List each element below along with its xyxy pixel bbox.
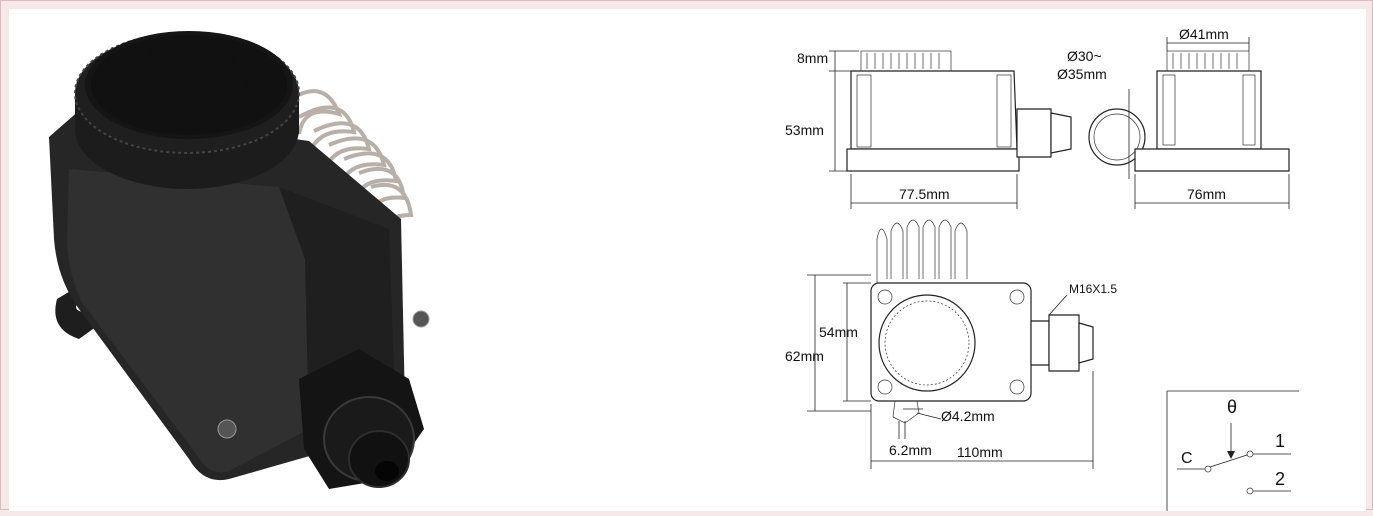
switch-schematic: θ C 1 2 [1166, 390, 1299, 511]
temperature-knob [74, 31, 300, 189]
dial-number: 30 [222, 53, 238, 69]
dial-number: 20 [242, 97, 256, 111]
contact-1-label: 1 [1275, 431, 1285, 451]
dial-scale: 40 35 30 25 20 15 10 1 [113, 41, 257, 133]
dial-number: 15 [195, 116, 212, 133]
end-view-drawing: Ø41mm 76mm [1134, 26, 1290, 209]
body-height-label: 53mm [785, 122, 824, 138]
dial-number: 1 [113, 91, 126, 102]
dial-number: 10 [154, 114, 170, 129]
capillary-coil [282, 89, 414, 238]
knob-diameter-label: Ø41mm [1179, 26, 1229, 42]
hole-offset-label: 6.2mm [889, 442, 932, 458]
side-view-drawing: 8mm 53mm 77.5mm [785, 50, 1072, 209]
temperature-symbol: θ [1227, 397, 1237, 417]
dial-number: 40 [145, 46, 161, 62]
thermostat-photo: 40 35 30 25 20 15 10 1 [49, 31, 430, 489]
knob-height-label: 8mm [797, 50, 828, 66]
contact-2-label: 2 [1275, 469, 1285, 489]
total-length-label: 110mm [957, 444, 1003, 460]
cable-gland [299, 349, 424, 489]
hole-diameter-label: Ø4.2mm [941, 408, 995, 424]
common-label: C [1181, 450, 1193, 467]
cable-range-line1: Ø30~ [1067, 48, 1102, 64]
figure-canvas: 40 35 30 25 20 15 10 1 8mm [49, 26, 1299, 511]
top-view-drawing: M16X1.5 54mm 62mm Ø4.2mm 6.2mm 110mm [785, 219, 1117, 469]
content-panel: 40 35 30 25 20 15 10 1 8mm [9, 9, 1366, 511]
cable-diameter-drawing: Ø30~ Ø35mm [1057, 48, 1146, 179]
base-width-label: 76mm [1187, 186, 1226, 202]
screw-icon [412, 310, 430, 328]
outer-height-label: 62mm [785, 348, 824, 364]
cable-range-line2: Ø35mm [1057, 66, 1107, 82]
thread-label: M16X1.5 [1069, 282, 1117, 296]
dial-number: 35 [185, 41, 197, 53]
body-length-label: 77.5mm [899, 186, 950, 202]
housing-front-face [67, 169, 309, 473]
dial-number: 25 [241, 74, 258, 91]
screw-icon [217, 419, 237, 439]
inner-height-label: 54mm [819, 324, 858, 340]
